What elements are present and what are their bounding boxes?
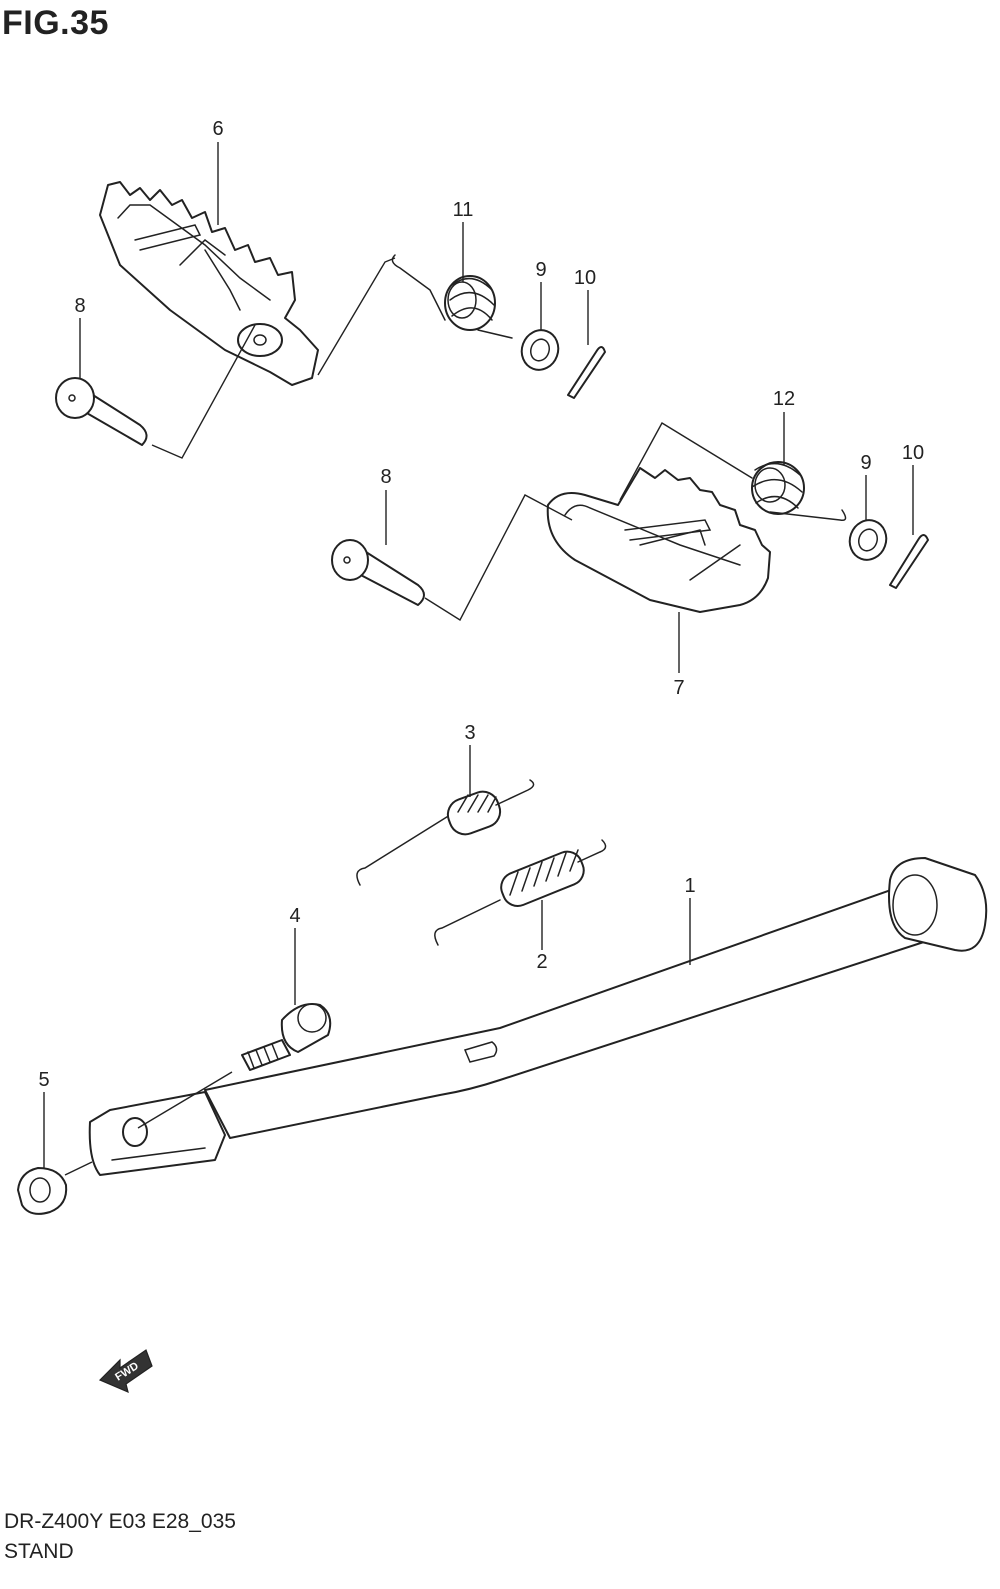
callout-12: 12: [773, 388, 795, 410]
pin-right[interactable]: [331, 539, 425, 606]
callout-10: 10: [902, 442, 924, 464]
footpeg-right[interactable]: [546, 467, 771, 613]
cotter-pin-right[interactable]: [889, 534, 929, 589]
callout-9: 9: [535, 259, 546, 281]
fwd-arrow-icon: FWD: [98, 1349, 153, 1394]
spring-left[interactable]: [391, 254, 513, 339]
callout-3: 3: [464, 722, 475, 744]
footpeg-left[interactable]: [99, 181, 319, 386]
callout-8: 8: [74, 295, 85, 317]
callout-1: 1: [684, 875, 695, 897]
callout-5: 5: [38, 1069, 49, 1091]
callout-4: 4: [289, 905, 300, 927]
cotter-pin-left[interactable]: [567, 346, 606, 399]
figure-title: FIG.35: [2, 4, 109, 42]
callout-6: 6: [212, 118, 223, 140]
callout-7: 7: [673, 677, 684, 699]
pin-left[interactable]: [55, 377, 148, 446]
model-code: DR-Z400Y E03 E28_035: [4, 1510, 236, 1533]
stand-spring-upper[interactable]: [356, 779, 535, 886]
stand-nut[interactable]: [17, 1167, 68, 1215]
callout-2: 2: [536, 951, 547, 973]
spring-right[interactable]: [661, 422, 847, 522]
stand-bolt[interactable]: [241, 1003, 332, 1071]
callout-10: 10: [574, 267, 596, 289]
callout-11: 11: [453, 199, 474, 221]
callout-8: 8: [380, 466, 391, 488]
side-stand[interactable]: [88, 857, 988, 1176]
stand-spring-lower[interactable]: [434, 839, 607, 946]
washer-right[interactable]: [844, 515, 892, 565]
callout-9: 9: [860, 452, 871, 474]
section-name: STAND: [4, 1540, 74, 1563]
washer-left[interactable]: [516, 325, 564, 375]
